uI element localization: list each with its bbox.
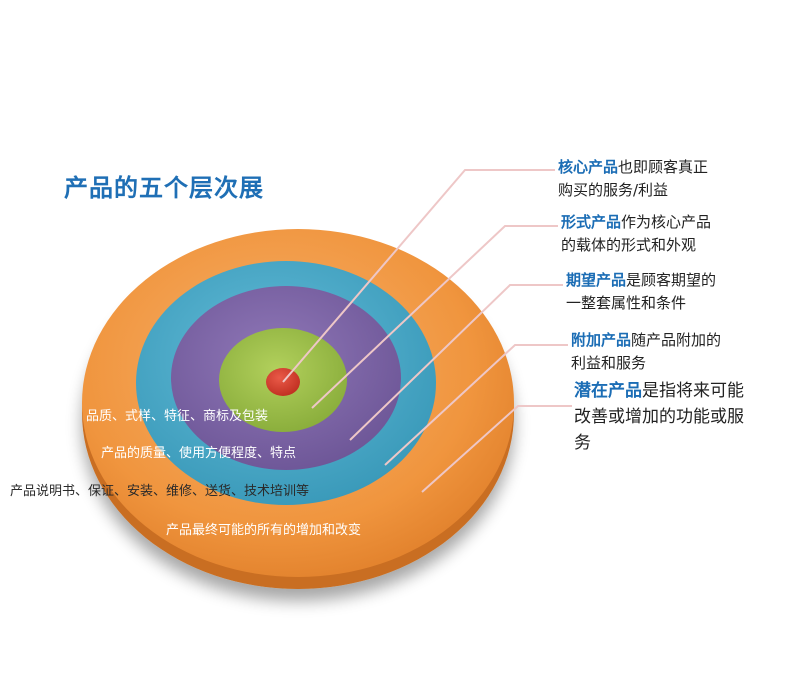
leader-line-form bbox=[311, 225, 558, 409]
callout-core-product: 核心产品也即顾客真正 购买的服务/利益 bbox=[558, 156, 708, 202]
callout-highlight: 核心产品 bbox=[558, 158, 619, 176]
leader-line-expected bbox=[349, 284, 563, 441]
callout-text: 是顾客期望的 bbox=[626, 271, 717, 289]
ring-label-augmented: 产品说明书、保证、安装、维修、送货、技术培训等 bbox=[10, 484, 310, 499]
callout-potential-product: 潜在产品是指将来可能 改善或增加的功能或服 务 bbox=[574, 378, 744, 456]
callout-form-product: 形式产品作为核心产品 的载体的形式和外观 bbox=[561, 211, 711, 257]
callout-text: 利益和服务 bbox=[571, 354, 647, 372]
callout-text: 是指将来可能 bbox=[642, 381, 744, 401]
callout-highlight: 期望产品 bbox=[566, 271, 627, 289]
callout-text: 的载体的形式和外观 bbox=[561, 236, 697, 254]
callout-highlight: 潜在产品 bbox=[574, 381, 642, 401]
leader-line-augmented bbox=[384, 344, 568, 466]
callout-text: 一整套属性和条件 bbox=[566, 294, 687, 312]
ring-label-expected: 产品的质量、使用方便程度、特点 bbox=[101, 446, 297, 461]
callout-expected-product: 期望产品是顾客期望的 一整套属性和条件 bbox=[566, 269, 716, 315]
callout-augmented-product: 附加产品随产品附加的 利益和服务 bbox=[571, 329, 721, 375]
callout-highlight: 附加产品 bbox=[571, 331, 632, 349]
leader-line-core bbox=[282, 169, 555, 383]
callout-text: 作为核心产品 bbox=[621, 213, 712, 231]
callout-text: 购买的服务/利益 bbox=[558, 181, 669, 199]
ring-label-form: 品质、式样、特征、商标及包装 bbox=[86, 409, 269, 424]
page-title: 产品的五个层次展 bbox=[64, 174, 264, 202]
callout-text: 改善或增加的功能或服 bbox=[574, 407, 744, 427]
leader-line-potential bbox=[421, 405, 572, 493]
ring-label-potential: 产品最终可能的所有的增加和改变 bbox=[166, 523, 362, 538]
callout-text: 也即顾客真正 bbox=[618, 158, 709, 176]
callout-text: 随产品附加的 bbox=[631, 331, 722, 349]
callout-text: 务 bbox=[574, 433, 591, 453]
callout-highlight: 形式产品 bbox=[561, 213, 622, 231]
